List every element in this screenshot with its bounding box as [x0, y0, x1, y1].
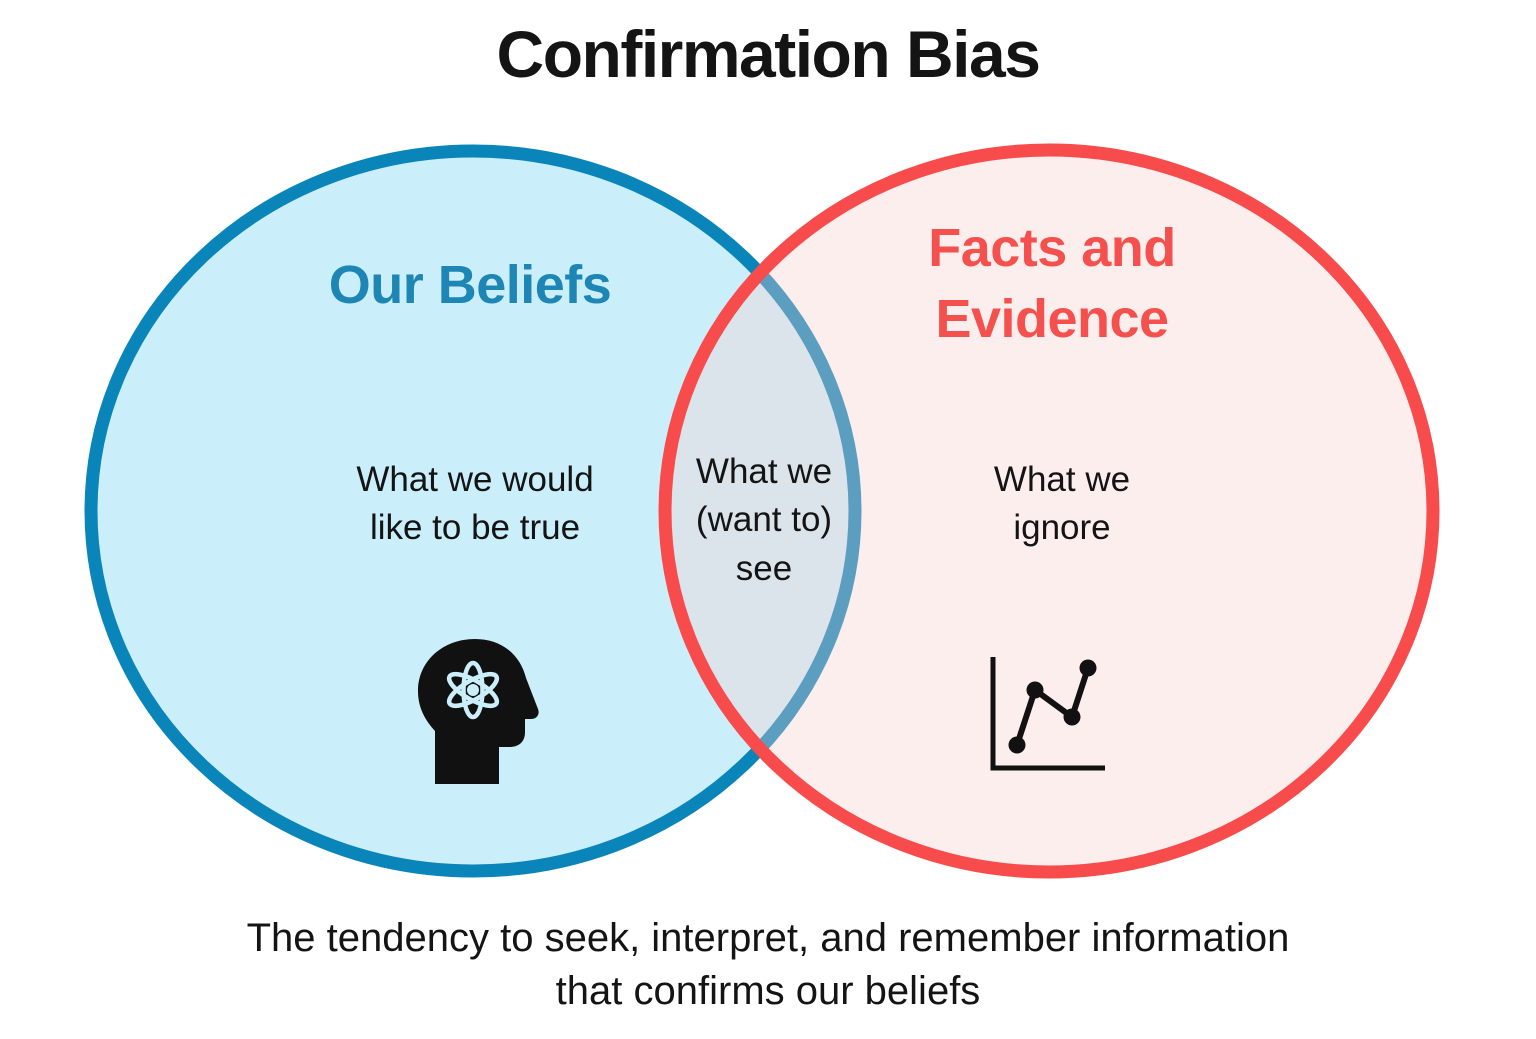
facts-circle [658, 143, 1440, 879]
line-chart-icon [990, 657, 1105, 771]
left-circle-text: What we would like to be true [356, 460, 594, 548]
left-circle-label: Our Beliefs [328, 255, 612, 315]
right-circle-text: What we ignore [993, 460, 1131, 548]
overlap-text: What we (want to) see [695, 452, 833, 588]
caption: The tendency to seek, interpret, and rem… [246, 916, 1290, 1013]
head-atom-icon [418, 639, 539, 784]
atom-icon [446, 660, 500, 720]
diagram-title: Confirmation Bias [496, 17, 1041, 91]
right-circle-label: Facts and Evidence [928, 218, 1176, 350]
beliefs-circle [84, 144, 862, 878]
